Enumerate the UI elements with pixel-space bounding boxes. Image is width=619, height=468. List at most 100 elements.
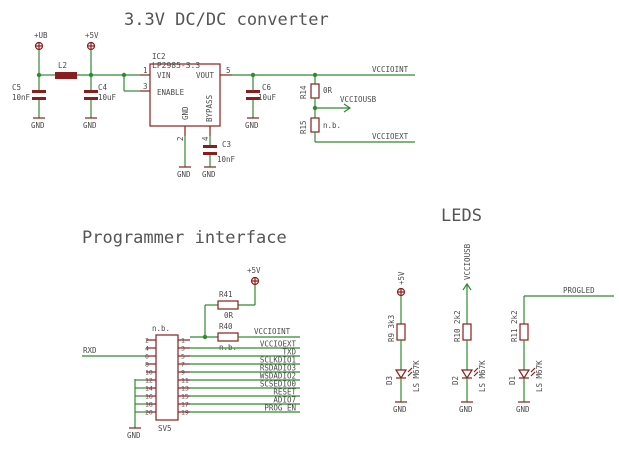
c3-label: C3: [222, 140, 231, 149]
sv5-right-pin-number: 5: [181, 353, 185, 361]
l2-label: L2: [58, 61, 67, 70]
ic2-pin2: 2: [176, 136, 185, 141]
net-vccioint: VCCIOINT: [372, 65, 409, 74]
supply-5v-label: +5V: [85, 31, 99, 40]
sv5-right-pin-number: 17: [181, 401, 189, 409]
gnd-label: GND: [459, 405, 473, 414]
net-label: SCLKDIO1: [260, 356, 296, 365]
led-emission-arrow: [473, 367, 479, 373]
r14-label: R14: [299, 85, 308, 99]
c3-value: 10nF: [217, 155, 236, 164]
led-resistor-label: R10 2k2: [453, 310, 462, 342]
gnd-label: GND: [393, 405, 407, 414]
resistor-r15: R15 n.b.: [299, 117, 341, 134]
sv5-signals: VCCIOINTVCCIOEXTTXDSCLKDIO1RSDADIO3WSDAD…: [190, 327, 300, 413]
net-label: TXD: [282, 348, 296, 357]
arrow-vccusb: [343, 103, 352, 113]
ic2-vout: VOUT: [196, 71, 215, 80]
net-label: RSDADIO3: [260, 364, 296, 373]
ic2-pin1: 1: [143, 66, 148, 75]
r15-label: R15: [299, 120, 308, 134]
net-vcciousb: VCCIOUSB: [340, 95, 377, 104]
led-resistor-label: R11 2k2: [510, 310, 519, 342]
led-emission-arrow: [473, 371, 479, 377]
led-ref: D3: [385, 376, 394, 385]
sv5-left-pin-number: 10: [145, 369, 153, 377]
led-type: LS M67K: [478, 360, 487, 392]
r14-value: 0R: [323, 86, 333, 95]
net-label: PROG_EN: [264, 404, 296, 413]
sv5-left-pin-number: 16: [145, 393, 153, 401]
led-diode: [460, 369, 474, 380]
r41-label: R41: [219, 290, 233, 299]
c4-value: 10uF: [98, 93, 117, 102]
sv5-left-pin-number: 8: [145, 361, 149, 369]
ic2-gnd-pin: GND: [181, 106, 190, 120]
c6-label: C6: [262, 83, 272, 92]
capacitor-c4: C4 10uF GND: [83, 83, 117, 130]
ic2-part: LP2985-3.3: [152, 61, 200, 70]
led-5v-label: +5V: [397, 271, 406, 285]
led-ref: D2: [451, 376, 460, 385]
c5-value: 10nF: [12, 93, 31, 102]
led-emission-arrow: [407, 371, 413, 377]
net-vccioext: VCCIOEXT: [372, 132, 409, 141]
r41-value: 0R: [224, 311, 234, 320]
junction: [202, 334, 208, 340]
inductor-l2: L2: [55, 61, 77, 79]
c5-label: C5: [12, 83, 21, 92]
sv5-right-pin-number: 13: [181, 385, 189, 393]
supply-5v-led: +5V: [396, 271, 406, 297]
sv5-left-pin-number: 4: [145, 345, 149, 353]
gnd-label: GND: [516, 405, 530, 414]
net-vcciousb-arrow: VCCIOUSB: [462, 243, 472, 324]
r15-value: n.b.: [323, 121, 341, 130]
junction: [88, 72, 94, 78]
sv5-right-pin-number: 15: [181, 393, 189, 401]
sv5-left-pin-number: 20: [145, 409, 153, 417]
title-leds: LEDS: [441, 206, 482, 226]
led-resistor: [519, 323, 529, 341]
ic2-enable: ENABLE: [157, 88, 185, 97]
led-resistor-label: R9 3k3: [387, 315, 396, 342]
led-type: LS M67K: [535, 360, 544, 392]
junction: [121, 72, 127, 78]
led-emission-arrow: [407, 367, 413, 373]
led-type: LS M67K: [412, 360, 421, 392]
sv5-name: SV5: [158, 424, 172, 433]
resistor-r41: R41 0R: [217, 290, 239, 320]
net-vccioint: VCCIOINT: [254, 327, 291, 336]
net-rxd: RXD: [83, 346, 97, 355]
led-diode: [517, 369, 531, 380]
led-vccusb-label: VCCIOUSB: [463, 243, 472, 280]
gnd-label: GND: [31, 121, 45, 130]
sv5-right-pin-number: 11: [181, 377, 189, 385]
gnd-label: GND: [127, 431, 141, 440]
supply-ub: +UB: [34, 31, 48, 51]
led-resistor: [462, 323, 472, 341]
net-label: RESET: [273, 388, 296, 397]
sv5-left-pin-number: 14: [145, 385, 153, 393]
net-label: SCSEDIO0: [260, 380, 297, 389]
ic2-pin4: 4: [201, 136, 210, 141]
sv5-right-pin-number: 1: [181, 337, 185, 345]
ic2-name: IC2: [152, 52, 166, 61]
r40-label: R40: [219, 322, 233, 331]
resistor-r14: R14 0R: [299, 75, 333, 99]
sv5-right-pin-number: 7: [181, 361, 185, 369]
gnd-label: GND: [177, 170, 191, 179]
sv5-right-pin-number: 9: [181, 369, 185, 377]
sv5-left-pin-number: 2: [145, 337, 149, 345]
led-ref: D1: [508, 376, 517, 385]
led-resistor: [396, 323, 406, 341]
supply-ub-label: +UB: [34, 31, 48, 40]
led-emission-arrow: [530, 371, 536, 377]
gnd-label: GND: [245, 121, 259, 130]
sv5-right-pin-number: 3: [181, 345, 185, 353]
capacitor-c3: C3 10nF GND: [202, 136, 236, 179]
ic2-pin5: 5: [226, 66, 231, 75]
junction: [36, 72, 42, 78]
gnd-label: GND: [83, 121, 97, 130]
